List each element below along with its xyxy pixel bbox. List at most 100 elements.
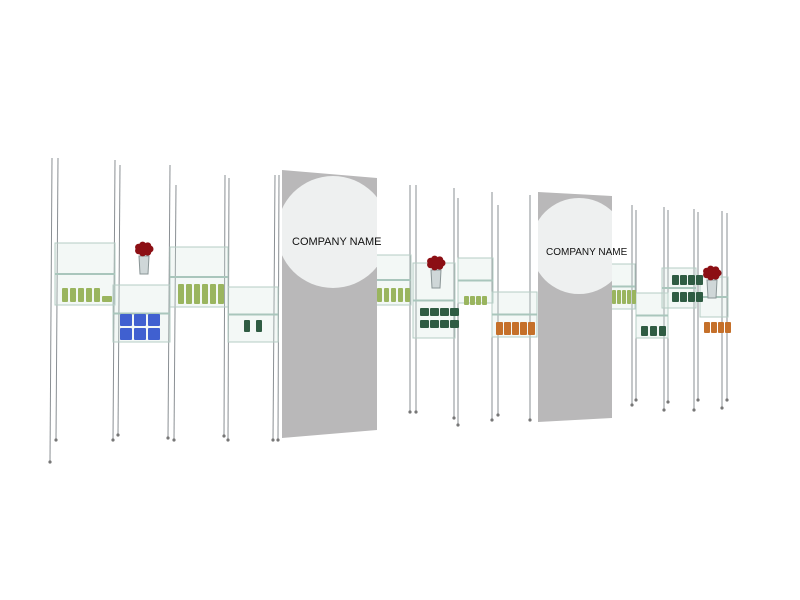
cable — [49, 157, 53, 463]
product — [86, 288, 92, 302]
product — [688, 275, 695, 285]
product — [398, 288, 403, 302]
cable-anchor — [408, 410, 412, 414]
product — [405, 288, 410, 302]
cable-anchor — [116, 433, 120, 437]
product — [148, 314, 160, 326]
product — [696, 275, 703, 285]
rose-flower — [432, 258, 440, 266]
product — [391, 288, 396, 302]
cable-anchor — [54, 438, 58, 442]
product — [520, 322, 527, 335]
rose-flower — [708, 268, 716, 276]
cable-anchor — [226, 438, 230, 442]
cable-anchor — [452, 416, 456, 420]
product — [512, 322, 519, 335]
product — [450, 320, 459, 328]
company-name-text: COMPANY NAME — [546, 247, 628, 258]
product — [711, 322, 717, 333]
product — [440, 308, 449, 316]
cable-anchor — [725, 398, 729, 402]
products — [62, 275, 731, 340]
product — [148, 328, 160, 340]
glass-vase — [706, 279, 718, 299]
cable-anchor — [456, 423, 460, 427]
cable-anchor — [222, 434, 226, 438]
product — [244, 320, 250, 332]
cable-anchor — [720, 406, 724, 410]
product — [496, 322, 503, 335]
product — [672, 292, 679, 302]
product — [627, 290, 631, 304]
product — [612, 290, 616, 304]
product — [450, 308, 459, 316]
product — [680, 292, 687, 302]
sign-circle — [282, 176, 377, 288]
product — [704, 322, 710, 333]
cable-anchor — [696, 398, 700, 402]
product — [384, 288, 389, 302]
cable — [173, 184, 177, 441]
product — [186, 284, 192, 304]
product — [672, 275, 679, 285]
product — [420, 320, 429, 328]
product — [194, 284, 200, 304]
cable-anchor — [276, 438, 280, 442]
product — [632, 290, 636, 304]
product — [482, 296, 487, 305]
cable-anchor — [48, 460, 52, 464]
sign-panel-2: COMPANY NAME — [538, 192, 628, 422]
product — [688, 292, 695, 302]
product — [641, 326, 648, 336]
cable-anchor — [271, 438, 275, 442]
product — [650, 326, 657, 336]
cable-anchor — [172, 438, 176, 442]
cable-anchor — [496, 413, 500, 417]
product — [210, 284, 216, 304]
product — [256, 320, 262, 332]
product — [120, 314, 132, 326]
product — [430, 308, 439, 316]
product — [134, 314, 146, 326]
product — [617, 290, 621, 304]
product — [94, 288, 100, 302]
product — [696, 292, 703, 302]
cable-anchor — [490, 418, 494, 422]
product — [470, 296, 475, 305]
product — [120, 328, 132, 340]
company-name-text: COMPANY NAME — [292, 236, 381, 248]
product — [430, 320, 439, 328]
cable — [167, 164, 171, 439]
cable-anchor — [111, 438, 115, 442]
product — [659, 326, 666, 336]
product — [725, 322, 731, 333]
cable — [223, 174, 226, 437]
cable — [112, 159, 116, 441]
product — [680, 275, 687, 285]
cable-anchor — [692, 408, 696, 412]
cable-anchor — [666, 400, 670, 404]
flower-vases — [135, 241, 722, 299]
product — [377, 288, 382, 302]
cable-anchor — [166, 436, 170, 440]
product — [464, 296, 469, 305]
product — [218, 284, 224, 304]
cable-anchor — [662, 408, 666, 412]
product — [70, 288, 76, 302]
product — [178, 284, 184, 304]
product — [202, 284, 208, 304]
glass-shelves — [54, 242, 729, 343]
product — [62, 288, 68, 302]
sign-circle — [538, 198, 612, 294]
rose-flower — [140, 244, 148, 252]
product — [102, 296, 112, 302]
product — [134, 328, 146, 340]
cable-anchor — [630, 403, 634, 407]
product — [476, 296, 481, 305]
sign-panel-1: COMPANY NAME — [282, 170, 381, 438]
cable — [55, 157, 59, 441]
glass-vase — [430, 269, 442, 289]
product — [504, 322, 511, 335]
cable-anchor — [528, 418, 532, 422]
glass-vase — [138, 255, 150, 275]
